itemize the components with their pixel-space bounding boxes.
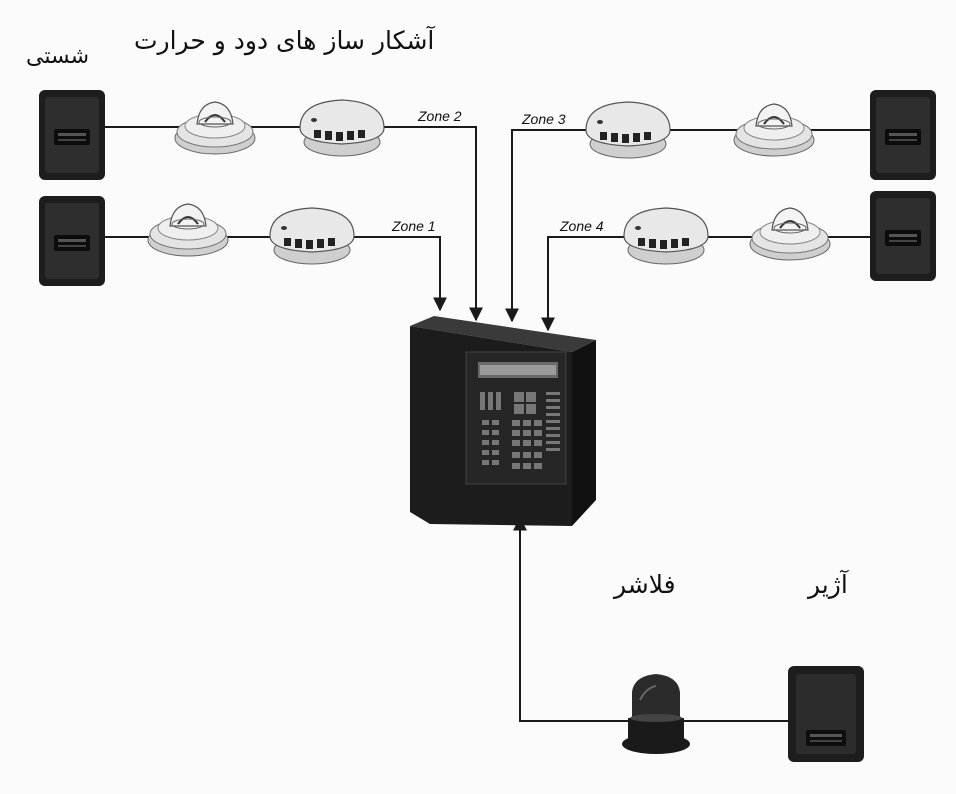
wire-zone4 bbox=[541, 236, 620, 332]
manual-call-point-icon bbox=[39, 196, 105, 286]
manual-call-point-label: شستی bbox=[26, 44, 90, 69]
zone2-label: Zone 2 bbox=[417, 108, 462, 124]
heat-detector-icon bbox=[174, 101, 256, 155]
flasher-label: فلاشر bbox=[614, 570, 676, 599]
detectors-label: آشکار ساز های دود و حرارت bbox=[134, 26, 435, 55]
buzzer-label: آژیر bbox=[808, 570, 848, 599]
zone4-label: Zone 4 bbox=[559, 218, 604, 234]
wire-zone2 bbox=[402, 126, 483, 322]
smoke-detector-icon bbox=[623, 207, 709, 265]
fire-alarm-panel-icon bbox=[410, 316, 596, 526]
heat-detector-icon bbox=[147, 203, 229, 257]
zone1-label: Zone 1 bbox=[391, 218, 436, 234]
smoke-detector-icon bbox=[299, 99, 385, 157]
strobe-beacon-icon bbox=[622, 674, 690, 754]
manual-call-point-icon bbox=[870, 191, 936, 281]
heat-detector-icon bbox=[749, 207, 831, 261]
wire-output bbox=[513, 516, 790, 722]
smoke-detector-icon bbox=[269, 207, 355, 265]
manual-call-point-icon bbox=[39, 90, 105, 180]
siren-icon bbox=[788, 666, 864, 762]
smoke-detector-icon bbox=[585, 101, 671, 159]
zone3-label: Zone 3 bbox=[521, 111, 566, 127]
wire-zone1 bbox=[370, 236, 447, 312]
heat-detector-icon bbox=[733, 103, 815, 157]
wire-zone3 bbox=[505, 129, 586, 323]
manual-call-point-icon bbox=[870, 90, 936, 180]
